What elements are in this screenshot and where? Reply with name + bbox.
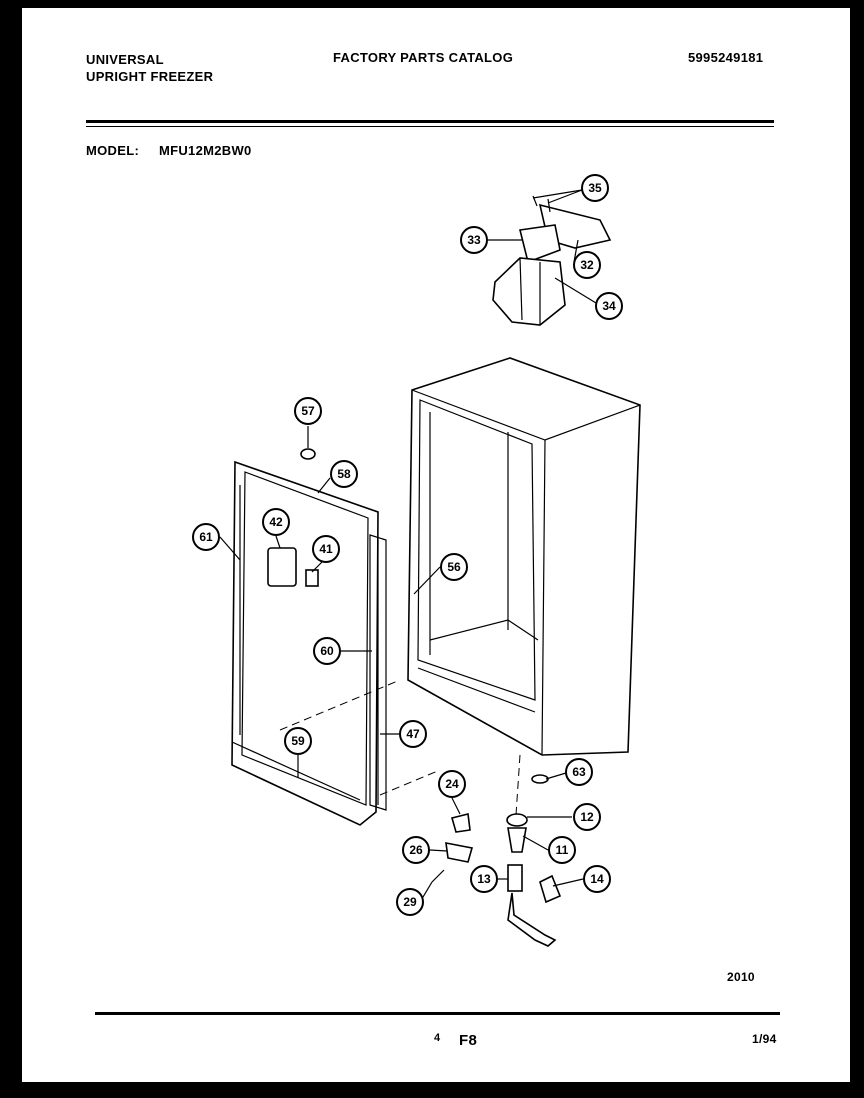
drawing-number: 2010: [727, 970, 755, 984]
svg-text:34: 34: [602, 299, 616, 313]
freezer-door: [231, 448, 387, 826]
callout-11: 11: [548, 836, 576, 864]
callout-13: 13: [470, 865, 498, 893]
header-rule-thin: [86, 126, 774, 127]
brand-name: UNIVERSAL: [86, 52, 164, 67]
thermostat-assembly: [492, 195, 612, 326]
svg-text:29: 29: [403, 895, 417, 909]
callout-57: 57: [294, 397, 322, 425]
svg-text:32: 32: [580, 258, 594, 272]
callout-59: 59: [284, 727, 312, 755]
callout-29: 29: [396, 888, 424, 916]
lower-hardware: [279, 679, 562, 947]
callout-35: 35: [581, 174, 609, 202]
callout-33: 33: [460, 226, 488, 254]
callout-26: 26: [402, 836, 430, 864]
svg-text:12: 12: [580, 810, 594, 824]
callout-56: 56: [440, 553, 468, 581]
svg-text:58: 58: [337, 467, 351, 481]
page-number: 4: [434, 1032, 441, 1044]
svg-text:14: 14: [590, 872, 604, 886]
callout-61: 61: [192, 523, 220, 551]
svg-text:41: 41: [319, 542, 333, 556]
callout-41: 41: [312, 535, 340, 563]
callout-60: 60: [313, 637, 341, 665]
leader-lines: [219, 189, 597, 903]
svg-text:61: 61: [199, 530, 213, 544]
model-value: MFU12M2BW0: [159, 143, 252, 158]
svg-text:13: 13: [477, 872, 491, 886]
catalog-number: 5995249181: [688, 50, 764, 65]
catalog-date: 1/94: [752, 1032, 777, 1046]
svg-text:59: 59: [291, 734, 305, 748]
product-name: UPRIGHT FREEZER: [86, 69, 214, 84]
callout-63: 63: [565, 758, 593, 786]
svg-text:47: 47: [406, 727, 420, 741]
callout-12: 12: [573, 803, 601, 831]
svg-text:42: 42: [269, 515, 283, 529]
svg-text:35: 35: [588, 181, 602, 195]
svg-text:11: 11: [556, 843, 569, 857]
svg-text:33: 33: [467, 233, 481, 247]
callout-34: 34: [595, 292, 623, 320]
svg-text:63: 63: [572, 765, 586, 779]
callout-42: 42: [262, 508, 290, 536]
callout-14: 14: [583, 865, 611, 893]
freezer-cabinet: [407, 357, 641, 756]
footer-rule: [95, 1012, 780, 1015]
callout-47: 47: [399, 720, 427, 748]
model-label: MODEL:: [86, 143, 140, 158]
svg-text:57: 57: [301, 404, 315, 418]
callout-24: 24: [438, 770, 466, 798]
section-code: F8: [459, 1032, 478, 1049]
svg-text:60: 60: [320, 644, 334, 658]
callout-32: 32: [573, 251, 601, 279]
svg-text:56: 56: [447, 560, 461, 574]
callout-58: 58: [330, 460, 358, 488]
svg-text:26: 26: [409, 843, 423, 857]
svg-text:24: 24: [445, 777, 459, 791]
catalog-title: FACTORY PARTS CATALOG: [333, 50, 514, 65]
header-rule-thick: [86, 120, 774, 123]
